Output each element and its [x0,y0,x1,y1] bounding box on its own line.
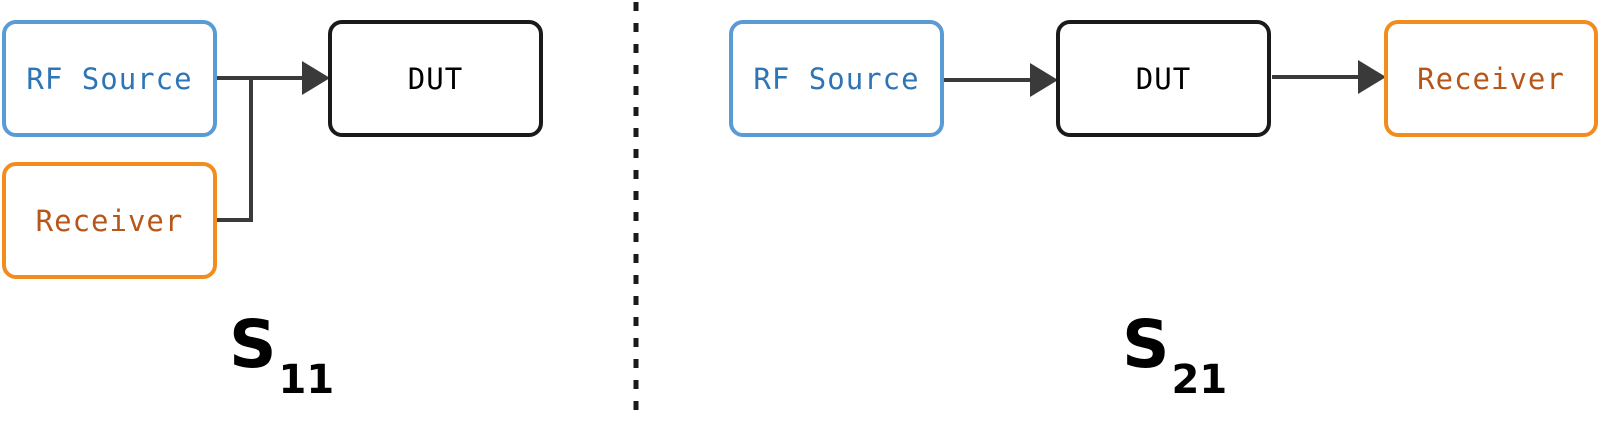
s11-dut-box: DUT [328,20,543,137]
s21-dut-to-receiver-arrowhead [1358,60,1386,94]
s21-dut-label: DUT [1135,61,1192,96]
s11-parameter-symbol: S [229,306,277,383]
s11-rf-source-box: RF Source [2,20,217,137]
s21-parameter-symbol: S [1122,306,1170,383]
s11-receiver-box: Receiver [2,162,217,279]
s21-rf-source-box: RF Source [729,20,944,137]
s21-receiver-box: Receiver [1384,20,1598,137]
s11-parameter-label: S11 [229,312,334,401]
s11-dut-label: DUT [407,61,464,96]
s11-receiver-label: Receiver [35,203,184,238]
s21-parameter-label: S21 [1122,312,1227,401]
s11-parameter-subscript: 11 [278,357,335,403]
s11-source-to-dut-arrowhead [302,61,330,95]
s21-parameter-subscript: 21 [1171,357,1228,403]
s11-receiver-tap-line [215,78,253,222]
s11-rf-source-label: RF Source [26,61,193,96]
s21-dut-box: DUT [1056,20,1271,137]
s21-rf-source-label: RF Source [753,61,920,96]
s21-receiver-label: Receiver [1417,61,1565,96]
s21-source-to-dut-arrowhead [1030,63,1058,97]
